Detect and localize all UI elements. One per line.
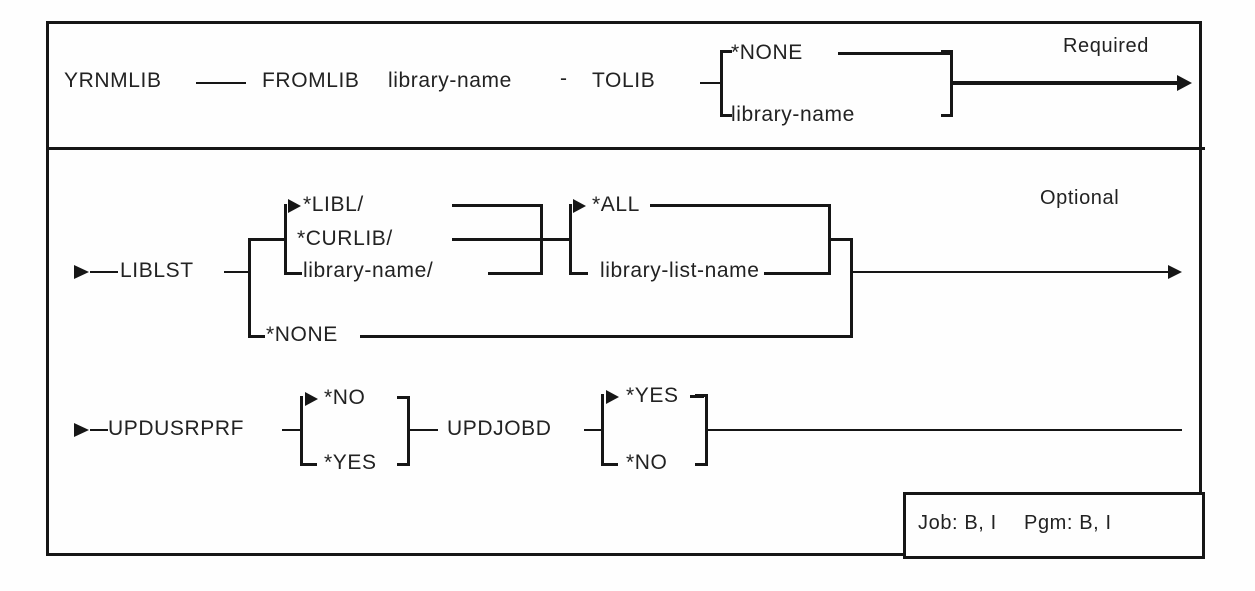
connector-line bbox=[941, 114, 950, 117]
liblst-choice-libl: *LIBL/ bbox=[303, 193, 364, 216]
fromlib-value: library-name bbox=[388, 69, 512, 92]
connector-line bbox=[764, 272, 830, 275]
required-label: Required bbox=[1063, 35, 1149, 57]
connector-line bbox=[360, 335, 850, 338]
connector-line bbox=[831, 238, 852, 241]
connector-line bbox=[543, 238, 571, 241]
connector-line bbox=[601, 394, 604, 466]
optional-label: Optional bbox=[1040, 187, 1120, 209]
connector-line bbox=[695, 394, 705, 397]
connector-line bbox=[838, 52, 952, 55]
diagram-border bbox=[46, 21, 1202, 556]
row2-continuation-arrow-icon bbox=[74, 265, 89, 279]
connector-line bbox=[196, 82, 246, 84]
connector-line bbox=[720, 50, 723, 117]
connector-line bbox=[397, 463, 407, 466]
row3-continuation-arrow-icon bbox=[74, 423, 89, 437]
connector-line bbox=[90, 429, 108, 431]
connector-line bbox=[90, 271, 118, 273]
connector-line bbox=[700, 82, 722, 84]
connector-line bbox=[488, 272, 540, 275]
connector-line bbox=[224, 271, 250, 273]
updusrprf-keyword: UPDUSRPRF bbox=[108, 417, 245, 440]
pgm-environment-label: Pgm: B, I bbox=[1024, 512, 1112, 534]
connector-line bbox=[407, 396, 410, 466]
yes-default-marker-icon bbox=[606, 390, 619, 404]
connector-line bbox=[452, 204, 542, 207]
libl-default-marker-icon bbox=[288, 199, 301, 213]
tolib-choice-library: library-name bbox=[731, 103, 855, 126]
parameter-separator: - bbox=[560, 67, 568, 90]
fromlib-keyword: FROMLIB bbox=[262, 69, 360, 92]
connector-line bbox=[695, 463, 705, 466]
connector-line bbox=[723, 50, 732, 53]
updjobd-choice-no: *NO bbox=[626, 451, 668, 474]
connector-line bbox=[540, 204, 543, 275]
connector-line bbox=[950, 50, 953, 117]
connector-line bbox=[705, 394, 708, 466]
environment-box bbox=[903, 492, 1205, 559]
connector-line bbox=[300, 396, 303, 466]
connector-line bbox=[604, 463, 618, 466]
all-default-marker-icon bbox=[573, 199, 586, 213]
updjobd-keyword: UPDJOBD bbox=[447, 417, 552, 440]
updusrprf-choice-no: *NO bbox=[324, 386, 366, 409]
liblst-choice-none: *NONE bbox=[266, 323, 338, 346]
list-choice-name: library-list-name bbox=[600, 259, 760, 282]
updjobd-choice-yes: *YES bbox=[626, 384, 679, 407]
connector-line bbox=[287, 272, 302, 275]
connector-line bbox=[953, 81, 1177, 85]
connector-line bbox=[303, 463, 317, 466]
liblst-choice-curlib: *CURLIB/ bbox=[297, 227, 393, 250]
connector-line bbox=[251, 238, 284, 241]
row1-end-arrow-icon bbox=[1177, 75, 1192, 91]
connector-line bbox=[248, 238, 251, 338]
connector-line bbox=[850, 238, 853, 338]
connector-line bbox=[650, 204, 830, 207]
row2-end-arrow-icon bbox=[1168, 265, 1182, 279]
tolib-keyword: TOLIB bbox=[592, 69, 656, 92]
liblst-choice-library: library-name/ bbox=[303, 259, 434, 282]
connector-line bbox=[584, 429, 601, 431]
connector-line bbox=[397, 396, 407, 399]
connector-line bbox=[572, 272, 588, 275]
connector-line bbox=[251, 335, 265, 338]
command-name: YRNMLIB bbox=[64, 69, 162, 92]
connector-line bbox=[828, 204, 831, 275]
liblst-keyword: LIBLST bbox=[120, 259, 194, 282]
connector-line bbox=[410, 429, 438, 431]
updusrprf-choice-yes: *YES bbox=[324, 451, 377, 474]
connector-line bbox=[284, 204, 287, 275]
section-divider-line bbox=[46, 147, 1205, 150]
job-environment-label: Job: B, I bbox=[918, 512, 997, 534]
no-default-marker-icon bbox=[305, 392, 318, 406]
connector-line bbox=[282, 429, 300, 431]
connector-line bbox=[941, 50, 950, 53]
connector-line bbox=[452, 238, 542, 241]
connector-line bbox=[569, 204, 572, 275]
connector-line bbox=[853, 271, 1168, 273]
connector-line bbox=[708, 429, 1182, 431]
tolib-choice-none: *NONE bbox=[731, 41, 803, 64]
list-choice-all: *ALL bbox=[592, 193, 640, 216]
connector-line bbox=[723, 114, 732, 117]
